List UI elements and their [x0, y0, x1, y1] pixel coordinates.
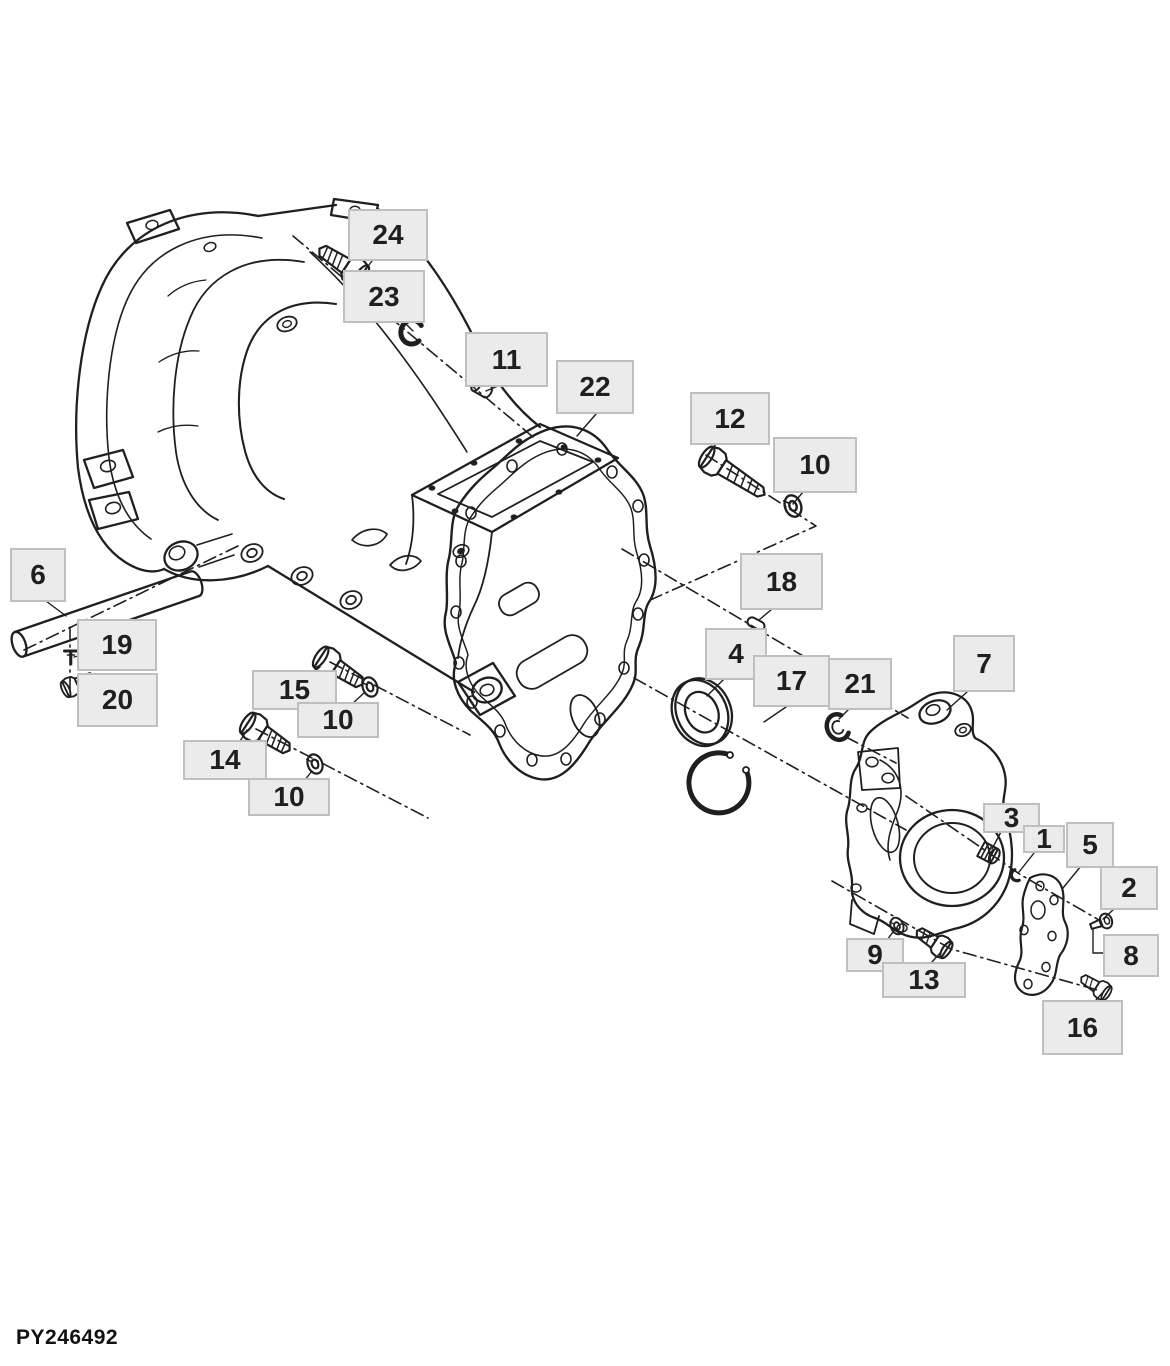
rear-cover-plate — [443, 425, 657, 781]
callout-2[interactable]: 2 — [1100, 866, 1158, 910]
callout-8[interactable]: 8 — [1103, 934, 1159, 977]
callout-23[interactable]: 23 — [343, 270, 425, 323]
pto-cover — [845, 691, 1014, 939]
callout-6[interactable]: 6 — [10, 548, 66, 602]
seal-4 — [670, 677, 734, 748]
screw-19 — [63, 649, 79, 666]
callout-21[interactable]: 21 — [828, 658, 892, 710]
callout-7[interactable]: 7 — [953, 635, 1015, 692]
seal-21 — [824, 712, 851, 743]
assembly-axes — [23, 235, 1102, 992]
drawing-number: PY246492 — [16, 1326, 119, 1349]
callout-11[interactable]: 11 — [465, 332, 548, 387]
plug-3 — [976, 840, 1001, 865]
snap-ring-17 — [686, 750, 752, 816]
callout-22[interactable]: 22 — [556, 360, 634, 414]
callout-18[interactable]: 18 — [740, 553, 823, 610]
callout-17[interactable]: 17 — [753, 655, 830, 707]
callout-10c[interactable]: 10 — [248, 778, 330, 816]
callout-14[interactable]: 14 — [183, 740, 267, 780]
callout-13[interactable]: 13 — [882, 962, 966, 998]
pin-1 — [1009, 868, 1021, 883]
callout-15[interactable]: 15 — [252, 670, 337, 710]
callout-1[interactable]: 1 — [1023, 825, 1065, 853]
callout-16[interactable]: 16 — [1042, 1000, 1123, 1055]
callout-20[interactable]: 20 — [77, 673, 158, 727]
washer-10a — [780, 491, 806, 521]
screw-2 — [1089, 912, 1114, 930]
callout-10a[interactable]: 10 — [773, 437, 857, 493]
callout-24[interactable]: 24 — [348, 209, 428, 261]
bolt-13 — [909, 920, 957, 963]
gasket — [1014, 873, 1069, 996]
fasteners — [10, 235, 1116, 1004]
callout-5[interactable]: 5 — [1066, 822, 1114, 868]
callout-19[interactable]: 19 — [77, 619, 157, 671]
callout-10b[interactable]: 10 — [297, 702, 379, 738]
bolt-12 — [693, 441, 774, 508]
callout-12[interactable]: 12 — [690, 392, 770, 445]
